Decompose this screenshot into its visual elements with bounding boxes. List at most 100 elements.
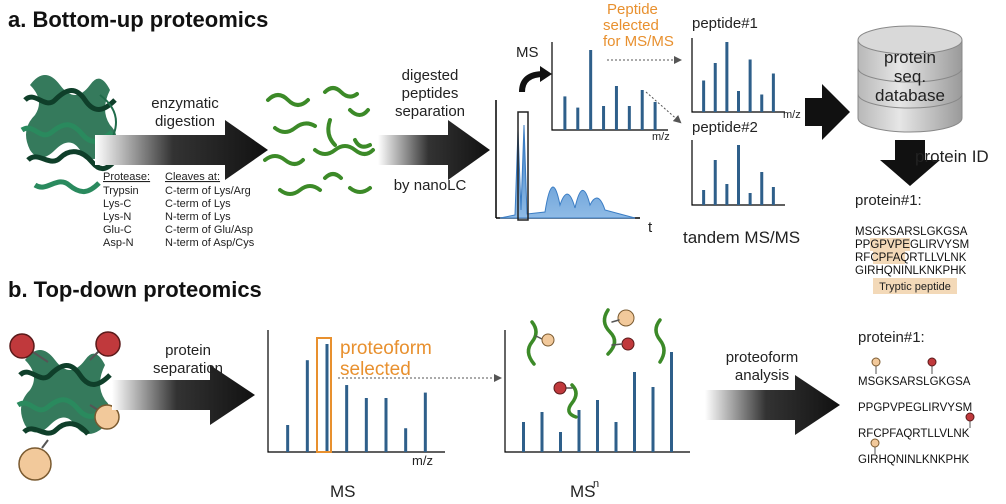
- peptide-selected-line1: Peptide: [607, 1, 658, 18]
- svg-text:m/z: m/z: [412, 453, 433, 468]
- spectrum-peak: [325, 344, 329, 452]
- protease-header: Protease:: [103, 171, 150, 183]
- spectrum-peak: [653, 102, 657, 130]
- spectrum-peak: [737, 145, 740, 205]
- spectrum-peak: [602, 106, 606, 130]
- spectrum-peak: [748, 59, 752, 112]
- spectrum-peak: [423, 392, 427, 452]
- svg-text:seq.: seq.: [894, 67, 926, 86]
- spectrum-peak: [670, 352, 673, 452]
- svg-text:database: database: [875, 86, 945, 105]
- b-step2-line2: analysis: [735, 367, 789, 384]
- protease-name: Trypsin: [103, 185, 139, 197]
- spectrum-peak: [614, 422, 618, 452]
- spectrum-peak: [563, 96, 567, 130]
- protease-site: N-term of Asp/Cys: [165, 237, 255, 249]
- spectrum-peak: [627, 106, 631, 130]
- protease-site: C-term of Glu/Asp: [165, 224, 253, 236]
- step2-sub-label: by nanoLC: [394, 177, 467, 194]
- spectrum-peak: [725, 184, 729, 205]
- step1-label-line1: enzymatic: [151, 95, 219, 112]
- spectrum-peak: [760, 94, 764, 112]
- peptide2-label: peptide#2: [692, 119, 758, 136]
- spectrum-peak: [559, 432, 562, 452]
- peptide-fragments-icon: [263, 86, 375, 196]
- protein-structure-ptm-icon: [9, 331, 121, 481]
- protein1-label-a: protein#1:: [855, 192, 922, 209]
- spectrum-peak: [737, 91, 740, 112]
- database-icon: protein seq. database: [857, 25, 963, 133]
- arrow-protein-separation: [112, 365, 255, 425]
- tryptic-highlight-2: [873, 251, 905, 264]
- spectrum-peak: [771, 73, 775, 112]
- seq-b-line3: RFCPFAQRTLLVLNK: [858, 428, 970, 440]
- b-step1-line2: separation: [153, 360, 223, 377]
- protein-id-label: protein ID: [915, 147, 989, 166]
- spectrum-peak: [702, 190, 706, 205]
- section-b-title: b. Top-down proteomics: [8, 277, 262, 302]
- cleaves-header: Cleaves at:: [165, 171, 220, 183]
- arrow-separation: [378, 120, 490, 180]
- spectrum-peak: [577, 410, 581, 452]
- spectrum-peak: [364, 398, 368, 452]
- arrow-to-database: [805, 84, 850, 140]
- dotted-arrow-peptide2: [645, 91, 682, 124]
- arrow-proteoform-analysis: [705, 375, 840, 435]
- arrow-digestion: [95, 120, 268, 180]
- ms-spectrum-a: m/z: [551, 42, 670, 143]
- spectrum-peak: [404, 428, 408, 452]
- proteoform-fragments-icon: [526, 308, 666, 419]
- seq-a-line2: PPGPVPEGLIRVYSM: [855, 239, 969, 251]
- seq-b-line1: MSGKSARSLGKGSA: [858, 376, 971, 388]
- svg-text:m/z: m/z: [652, 131, 670, 143]
- chromatogram: t: [495, 100, 653, 236]
- b-step2-line1: proteoform: [726, 349, 799, 366]
- proteoform-selected-line2: selected: [340, 359, 411, 380]
- spectrum-peak: [651, 387, 655, 452]
- peptide-selected-line2: selected: [603, 17, 659, 34]
- peptide1-label: peptide#1: [692, 15, 758, 32]
- ptm-markers: [870, 357, 975, 454]
- spectrum-peak: [614, 86, 618, 130]
- b-step1-line1: protein: [165, 342, 211, 359]
- msn-spectrum: [504, 330, 690, 453]
- ms-spectrum-b: m/z: [267, 330, 445, 468]
- seq-a-line4: GIRHQNINLKNKPHK: [855, 265, 967, 277]
- protease-name: Lys-N: [103, 211, 131, 223]
- ms-label-a: MS: [516, 44, 539, 61]
- svg-text:protein: protein: [884, 48, 936, 67]
- peptide-selected-line3: for MS/MS: [603, 33, 674, 50]
- spectrum-peak: [748, 193, 752, 205]
- spectrum-peak: [760, 172, 764, 205]
- tryptic-highlight-1: [870, 238, 910, 251]
- svg-text:m/z: m/z: [783, 109, 801, 121]
- spectrum-peak: [713, 63, 717, 112]
- spectrum-peak: [640, 90, 644, 130]
- section-a-title: a. Bottom-up proteomics: [8, 7, 268, 32]
- spectrum-peak: [771, 187, 775, 205]
- seq-a-line1: MSGKSARSLGKGSA: [855, 226, 968, 238]
- spectrum-peak: [384, 398, 388, 452]
- step1-label-line2: digestion: [155, 113, 215, 130]
- spectrum-peak: [589, 50, 593, 130]
- protease-name: Glu-C: [103, 224, 132, 236]
- peptide2-spectrum: [691, 140, 785, 206]
- step2-label-line1: digested: [402, 67, 459, 84]
- peptide1-spectrum: m/z: [691, 38, 801, 121]
- spectrum-peak: [596, 400, 599, 452]
- proteoform-selected-line1: proteoform: [340, 338, 432, 359]
- protease-name: Asp-N: [103, 237, 134, 249]
- spectrum-peak: [633, 372, 636, 452]
- spectrum-peak: [345, 385, 349, 452]
- proteoform-selection-box: [316, 337, 332, 453]
- step2-label-line2: peptides: [402, 85, 459, 102]
- protease-site: N-term of Lys: [165, 211, 231, 223]
- protein1-label-b: protein#1:: [858, 329, 925, 346]
- tryptic-label: Tryptic peptide: [879, 281, 951, 293]
- seq-b-line2: PPGPVPEGLIRVYSM: [858, 402, 972, 414]
- arrow-protein-id: [880, 140, 940, 186]
- seq-a-line3: RFCPFAQRTLLVLNK: [855, 252, 967, 264]
- tryptic-badge: [873, 278, 957, 294]
